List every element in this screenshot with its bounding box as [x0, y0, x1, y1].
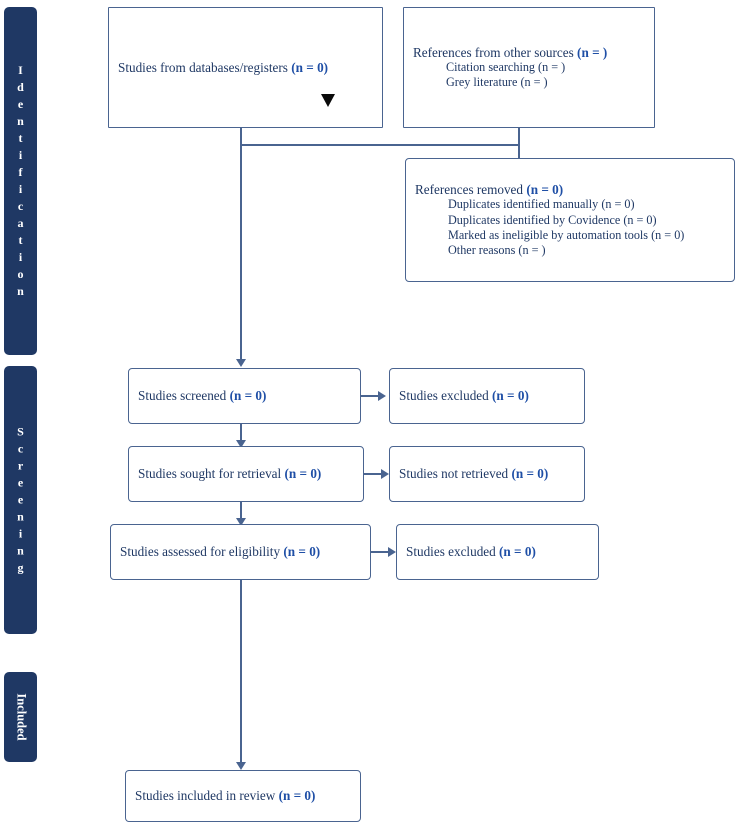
connector-sought-to-not-retrieved	[363, 472, 385, 475]
node-count: (n = 0)	[284, 466, 322, 482]
node-subitem: Duplicates identified manually (n = 0)	[448, 197, 635, 212]
node-subitem: Other reasons (n = )	[448, 242, 546, 257]
arrow-to-sought-for-retrieval	[235, 440, 246, 448]
node-title: Studies screened (n = 0)	[138, 388, 267, 404]
node-studies-not-retrieved[interactable]: Studies not retrieved (n = 0)	[389, 446, 585, 502]
arrow-to-studies-included	[235, 762, 246, 770]
node-count: (n = 0)	[511, 466, 549, 482]
connector-main-trunk	[239, 144, 242, 359]
node-count: (n = 0)	[283, 544, 321, 560]
node-references-removed[interactable]: References removed (n = 0) Duplicates id…	[405, 158, 735, 282]
stage-label-included: Included	[14, 693, 28, 741]
node-count: (n = 0)	[499, 544, 536, 560]
node-studies-assessed-for-eligibility[interactable]: Studies assessed for eligibility (n = 0)	[110, 524, 371, 580]
node-studies-included-in-review[interactable]: Studies included in review (n = 0)	[125, 770, 361, 822]
connector-to-references-removed	[517, 144, 520, 158]
node-subitem: Marked as ineligible by automation tools…	[448, 227, 685, 242]
node-count: (n = 0)	[291, 59, 329, 75]
node-title: Studies not retrieved (n = 0)	[399, 466, 549, 482]
node-title: References removed (n = 0)	[415, 181, 564, 197]
arrow-to-studies-excluded-eligibility	[388, 546, 396, 557]
node-studies-screened[interactable]: Studies screened (n = 0)	[128, 368, 361, 424]
node-subitem: Duplicates identified by Covidence (n = …	[448, 212, 657, 227]
node-subitem: Grey literature (n = )	[446, 75, 548, 90]
stage-label-identification: I d e n t i f i c a t i o n	[17, 63, 24, 298]
node-title: Studies excluded (n = 0)	[406, 544, 536, 560]
connector-assessed-to-excluded	[370, 550, 392, 553]
node-title: Studies from databases/registers (n = 0)	[118, 59, 329, 75]
node-title: Studies excluded (n = 0)	[399, 388, 529, 404]
arrow-to-studies-screened	[235, 359, 246, 367]
stage-bar-identification: I d e n t i f i c a t i o n	[4, 7, 37, 355]
node-references-other-sources[interactable]: References from other sources (n = ) Cit…	[403, 7, 655, 128]
connector-screened-to-excluded	[360, 394, 382, 397]
stage-bar-screening: S c r e e n i n g	[4, 366, 37, 634]
stage-label-screening: S c r e e n i n g	[17, 424, 24, 575]
node-title: Studies assessed for eligibility (n = 0)	[120, 544, 321, 560]
connector-screened-to-sought	[239, 424, 242, 445]
connector-assessed-to-included	[239, 580, 242, 768]
node-count: (n = )	[577, 44, 608, 60]
stage-bar-included: Included	[4, 672, 37, 762]
arrow-to-studies-excluded-screening	[378, 390, 386, 401]
arrow-to-studies-not-retrieved	[381, 468, 389, 479]
node-count: (n = 0)	[492, 388, 529, 404]
node-title: Studies included in review (n = 0)	[135, 788, 316, 804]
connector-other-sources-down	[517, 128, 520, 146]
node-studies-excluded-eligibility[interactable]: Studies excluded (n = 0)	[396, 524, 599, 580]
connector-sources-merge-horizontal	[239, 144, 520, 147]
node-count: (n = 0)	[526, 181, 564, 197]
node-count: (n = 0)	[229, 388, 267, 404]
node-title: Studies sought for retrieval (n = 0)	[138, 466, 322, 482]
arrow-to-assessed-for-eligibility	[235, 518, 246, 526]
node-title: References from other sources (n = )	[413, 44, 608, 60]
connector-databases-down	[239, 128, 242, 146]
node-studies-excluded-screening[interactable]: Studies excluded (n = 0)	[389, 368, 585, 424]
connector-sought-to-assessed	[239, 502, 242, 523]
cursor-caret-icon	[321, 94, 335, 107]
node-studies-from-databases[interactable]: Studies from databases/registers (n = 0)	[108, 7, 383, 128]
node-studies-sought-for-retrieval[interactable]: Studies sought for retrieval (n = 0)	[128, 446, 364, 502]
node-count: (n = 0)	[278, 788, 316, 804]
node-subitem: Citation searching (n = )	[446, 60, 566, 75]
